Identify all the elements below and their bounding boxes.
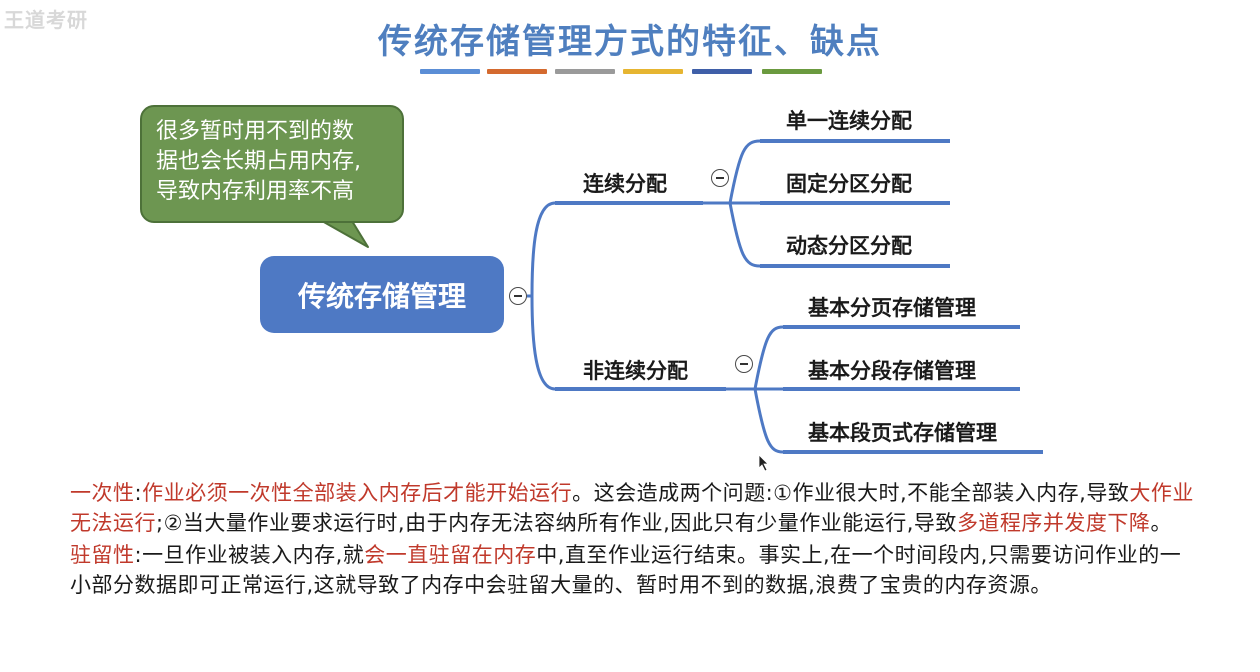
term-one-time: 一次性 <box>70 481 135 505</box>
callout-bubble: 很多暂时用不到的数 据也会长期占用内存, 导致内存利用率不高 <box>140 105 404 223</box>
paragraph-residency: 驻留性:一旦作业被装入内存,就会一直驻留在内存中,直至作业运行结束。事实上,在一… <box>70 540 1200 600</box>
paragraph-one-time: 一次性:作业必须一次性全部装入内存后才能开始运行。这会造成两个问题:①作业很大时… <box>70 478 1200 538</box>
collapse-icon[interactable] <box>509 287 527 305</box>
node-fixed-partition[interactable]: 固定分区分配 <box>786 172 912 196</box>
node-segment-paging[interactable]: 基本段页式存储管理 <box>808 421 997 445</box>
highlight: 大作业无法运行 <box>70 481 1194 535</box>
highlight: 会一直驻留在内存 <box>364 543 537 567</box>
node-single-continuous[interactable]: 单一连续分配 <box>786 109 912 133</box>
connector-noncontinuous <box>530 295 556 391</box>
color-bar-2 <box>487 69 547 74</box>
node-paging[interactable]: 基本分页存储管理 <box>808 296 976 320</box>
text: 中,直至作业运行结束。事实上,在一个时间段内,只需要访问作业的一小部分数据即可正… <box>70 543 1182 597</box>
color-bar-6 <box>762 69 822 74</box>
description-text: 一次性:作业必须一次性全部装入内存后才能开始运行。这会造成两个问题:①作业很大时… <box>70 478 1200 602</box>
mindmap-root-node[interactable]: 传统存储管理 <box>260 256 504 333</box>
callout-line-1: 很多暂时用不到的数 <box>156 119 355 144</box>
text: 。这会造成两个问题:①作业很大时,不能全部装入内存,导致 <box>572 481 1130 505</box>
connector-n1 <box>753 325 784 390</box>
node-dynamic-partition[interactable]: 动态分区分配 <box>786 234 912 258</box>
node-segmentation[interactable]: 基本分段存储管理 <box>808 359 976 383</box>
callout-text: 很多暂时用不到的数 据也会长期占用内存, 导致内存利用率不高 <box>156 117 396 207</box>
callout-line-2: 据也会长期占用内存, <box>156 149 361 174</box>
watermark: 王道考研 <box>4 8 88 32</box>
colon: : <box>134 543 143 567</box>
branch-continuous[interactable]: 连续分配 <box>583 172 667 196</box>
connector-continuous <box>530 201 556 297</box>
callout-line-3: 导致内存利用率不高 <box>156 179 355 204</box>
term-residency: 驻留性 <box>70 543 135 567</box>
color-bar-4 <box>623 69 683 74</box>
highlight: 多道程序并发度下降 <box>956 511 1151 535</box>
connector-c1 <box>728 139 761 204</box>
connector-n3 <box>753 388 784 454</box>
page-title: 传统存储管理方式的特征、缺点 <box>378 22 882 62</box>
collapse-icon[interactable] <box>735 355 753 373</box>
colon: : <box>134 481 143 505</box>
highlight: 作业必须一次性全部装入内存后才能开始运行 <box>142 481 573 505</box>
color-bar-1 <box>420 69 480 74</box>
callout-tail <box>321 220 369 248</box>
text: 。 <box>1150 511 1172 535</box>
color-bar-5 <box>692 69 752 74</box>
color-bar-3 <box>555 69 615 74</box>
mouse-cursor-icon <box>758 454 769 472</box>
text: 一旦作业被装入内存,就 <box>142 543 365 567</box>
collapse-icon[interactable] <box>711 169 729 187</box>
connector-c3 <box>728 202 761 268</box>
branch-noncontinuous[interactable]: 非连续分配 <box>583 359 688 383</box>
text: ;②当大量作业要求运行时,由于内存无法容纳所有作业,因此只有少量作业能运行,导致 <box>156 511 957 535</box>
